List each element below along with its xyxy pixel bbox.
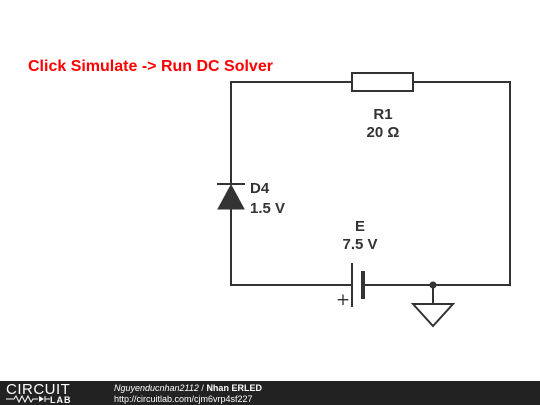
diode-d4-symbol[interactable]: [217, 183, 245, 210]
resistor-squiggle-icon: [6, 395, 50, 403]
diode-d4-name: D4: [250, 180, 270, 197]
circuitlab-logo-lab: LAB: [50, 395, 72, 405]
footer-credit: Nguyenducnhan2112 / Nhan ERLED: [114, 383, 262, 393]
author-link[interactable]: Nguyenducnhan2112: [114, 383, 199, 393]
resistor-r1-name: R1: [373, 106, 393, 123]
footer-bar: CIRCUIT LAB Nguyenducnhan2112 / Nhan ERL…: [0, 381, 540, 405]
credit-separator: /: [198, 383, 207, 393]
resistor-r1-value: 20 Ω: [366, 124, 400, 141]
circuitlab-logo-word[interactable]: CIRCUIT: [6, 381, 71, 398]
circuit-url-link[interactable]: http://circuitlab.com/cjm6vrp4sf227: [114, 394, 253, 404]
instruction-text: Click Simulate -> Run DC Solver: [28, 58, 273, 75]
battery-polarity-plus: +: [336, 290, 350, 310]
circuit-title[interactable]: Nhan ERLED: [206, 383, 262, 393]
battery-e-symbol[interactable]: [351, 263, 365, 307]
diode-d4-value: 1.5 V: [250, 200, 286, 217]
battery-e-value: 7.5 V: [342, 236, 378, 253]
junction-dot: [429, 281, 437, 289]
ground-icon[interactable]: [410, 303, 456, 328]
resistor-r1-symbol[interactable]: [351, 72, 414, 92]
battery-e-name: E: [354, 218, 365, 235]
